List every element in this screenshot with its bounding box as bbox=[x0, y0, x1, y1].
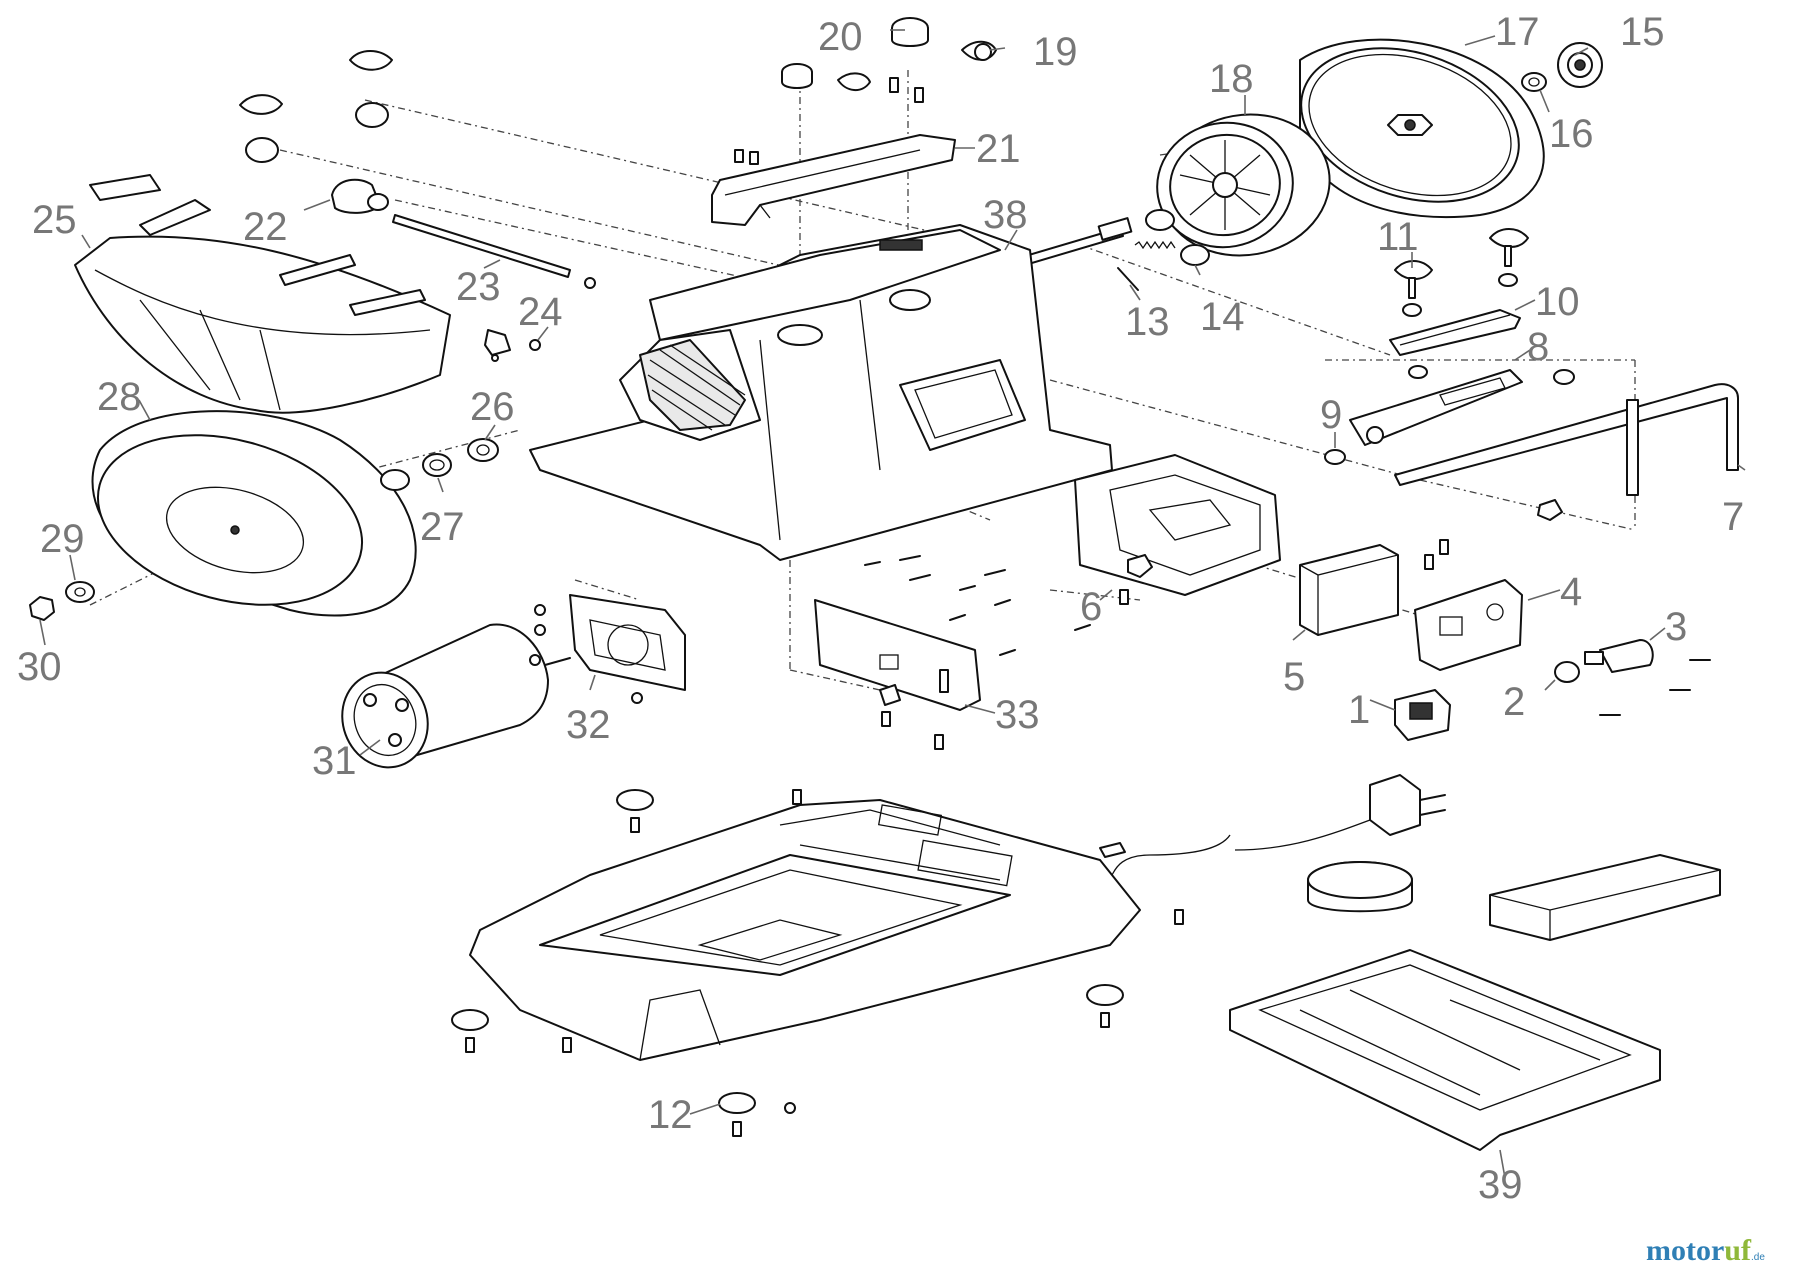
part-1-switch bbox=[1394, 689, 1451, 741]
part-33-mount bbox=[814, 555, 1091, 750]
callout-24: 24 bbox=[518, 290, 563, 334]
polishing-stone bbox=[1307, 861, 1413, 913]
callout-9: 9 bbox=[1320, 393, 1342, 437]
callout-27: 27 bbox=[420, 505, 465, 549]
part-3-button bbox=[1584, 639, 1654, 673]
callout-28: 28 bbox=[97, 375, 142, 419]
callout-17: 17 bbox=[1495, 10, 1540, 54]
callout-6: 6 bbox=[1080, 585, 1102, 629]
callout-14: 14 bbox=[1200, 295, 1245, 339]
part-30-nut bbox=[29, 596, 55, 621]
power-cord bbox=[1111, 774, 1446, 876]
leader-lines bbox=[39, 29, 1746, 1179]
callout-15: 15 bbox=[1620, 10, 1665, 54]
callout-29: 29 bbox=[40, 517, 85, 561]
part-27-bearing bbox=[422, 453, 452, 477]
callout-7: 7 bbox=[1722, 495, 1744, 539]
callout-21: 21 bbox=[976, 127, 1021, 171]
callout-25: 25 bbox=[32, 198, 77, 242]
part-8-bracket bbox=[1349, 369, 1575, 446]
callout-22: 22 bbox=[243, 205, 288, 249]
callout-33: 33 bbox=[995, 693, 1040, 737]
callout-38: 38 bbox=[983, 193, 1028, 237]
watermark-part-a: motor bbox=[1646, 1234, 1724, 1267]
callout-4: 4 bbox=[1560, 570, 1582, 614]
part-13-pin bbox=[1117, 267, 1139, 291]
svg-text:motoruf.de: motoruf.de bbox=[1646, 1234, 1765, 1267]
part-18-wheel-hub bbox=[1156, 113, 1331, 257]
callout-labels: 17 15 16 18 19 20 21 38 13 14 11 10 8 9 … bbox=[17, 10, 1744, 1207]
part-24-clip bbox=[484, 329, 541, 362]
watermark-tld: .de bbox=[1751, 1252, 1765, 1263]
part-22-knob bbox=[331, 178, 389, 214]
part-14-spring bbox=[1134, 209, 1210, 266]
part-5-capacitor bbox=[1299, 544, 1399, 636]
honing-block bbox=[1489, 854, 1721, 941]
part-7-tool-rest-bar bbox=[1394, 383, 1739, 496]
callout-18: 18 bbox=[1209, 57, 1254, 101]
callout-16: 16 bbox=[1549, 112, 1594, 156]
switch-area-screws bbox=[1119, 499, 1711, 716]
part-31-motor bbox=[341, 623, 571, 769]
callout-5: 5 bbox=[1283, 655, 1305, 699]
part-17-large-wheel bbox=[1299, 38, 1545, 219]
part-19-wing-knob bbox=[961, 40, 997, 61]
base-feet bbox=[451, 789, 1184, 1137]
part-39-tray bbox=[1229, 949, 1661, 1151]
part-28-left-wheel bbox=[91, 410, 417, 617]
watermark-logo: motoruf.de bbox=[1646, 1234, 1765, 1267]
callout-3: 3 bbox=[1665, 605, 1687, 649]
callout-10: 10 bbox=[1535, 280, 1580, 324]
callout-26: 26 bbox=[470, 385, 515, 429]
part-23-rod bbox=[392, 214, 596, 289]
callout-12: 12 bbox=[648, 1093, 693, 1137]
part-15-nut bbox=[1557, 42, 1603, 88]
part-20-cap bbox=[891, 17, 929, 47]
callout-39: 39 bbox=[1478, 1163, 1523, 1207]
callout-1: 1 bbox=[1348, 688, 1370, 732]
part-25-guard bbox=[74, 174, 451, 414]
callout-31: 31 bbox=[312, 739, 357, 783]
part-9-nut bbox=[1324, 449, 1346, 465]
top-small-parts bbox=[781, 63, 924, 103]
mount-screws bbox=[864, 555, 1091, 750]
callout-19: 19 bbox=[1033, 30, 1078, 74]
part-4-switch-plate bbox=[1414, 579, 1523, 671]
watermark-part-b: uf bbox=[1724, 1234, 1752, 1267]
part-21-handle bbox=[711, 134, 956, 226]
callout-30: 30 bbox=[17, 645, 62, 689]
part-6-switch-box bbox=[1074, 454, 1281, 596]
part-29-washer bbox=[65, 581, 95, 603]
callout-8: 8 bbox=[1527, 325, 1549, 369]
callout-11: 11 bbox=[1377, 215, 1419, 259]
callout-32: 32 bbox=[566, 703, 611, 747]
part-16-washer bbox=[1521, 72, 1547, 92]
part-32-motor-plate bbox=[529, 594, 686, 704]
callout-13: 13 bbox=[1125, 300, 1170, 344]
callout-2: 2 bbox=[1503, 680, 1525, 724]
part-2-cap bbox=[1554, 661, 1580, 683]
main-housing bbox=[529, 224, 1113, 561]
top-left-knobs bbox=[239, 50, 393, 163]
part-26-washer bbox=[467, 438, 499, 462]
base-frame bbox=[469, 799, 1141, 1061]
part-10-slide bbox=[1389, 309, 1521, 356]
callout-20: 20 bbox=[818, 15, 863, 59]
part-11-knobs bbox=[1394, 228, 1529, 379]
washer-near-wheel bbox=[380, 469, 410, 491]
callout-23: 23 bbox=[456, 265, 501, 309]
